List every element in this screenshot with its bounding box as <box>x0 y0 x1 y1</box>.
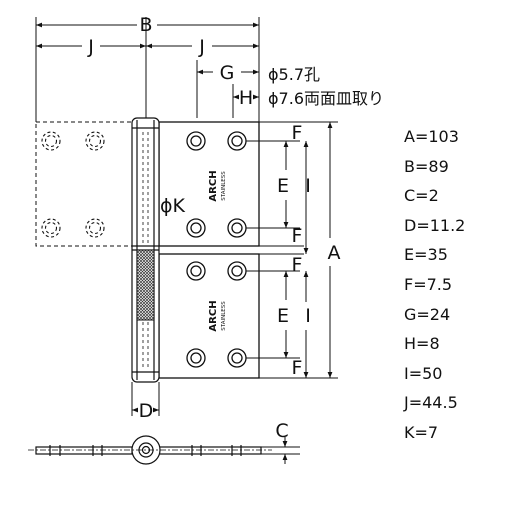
label-c: C <box>275 420 288 442</box>
barrel-dashes <box>142 132 149 370</box>
label-j-right: J <box>198 36 205 58</box>
label-g: G <box>220 62 235 84</box>
spec-a: A=103 <box>404 127 459 146</box>
dimension-h <box>232 84 259 118</box>
upper-leaf-holes <box>186 131 247 238</box>
dimension-c <box>261 437 300 464</box>
lower-leaf-holes <box>186 261 247 368</box>
svg-text:ARCH: ARCH <box>208 170 219 201</box>
label-f-2: F <box>292 225 303 247</box>
spec-e: E=35 <box>404 245 448 265</box>
label-f-3: F <box>292 254 303 276</box>
dimension-g <box>196 60 260 118</box>
label-i-2: I <box>305 305 311 327</box>
label-j-left: J <box>87 36 94 58</box>
dimension-d <box>131 382 160 416</box>
brand-mark-lower: ARCH STAINLESS <box>208 300 227 331</box>
svg-text:STAINLESS: STAINLESS <box>221 301 227 331</box>
dimension-j <box>36 17 259 122</box>
spec-h: H=8 <box>404 334 440 354</box>
svg-text:ARCH: ARCH <box>208 300 219 331</box>
spec-d: D=11.2 <box>404 215 466 235</box>
label-d: D <box>139 400 154 422</box>
label-i-1: I <box>305 175 311 197</box>
label-phi-k: ϕK <box>160 195 186 217</box>
right-dimension-lines <box>246 121 338 379</box>
spec-f: F=7.5 <box>404 274 453 294</box>
knurled-pin-section <box>136 249 155 321</box>
label-f-4: F <box>292 357 303 379</box>
label-h: H <box>239 87 253 109</box>
hole-note-line2: ϕ7.6両面皿取り <box>268 89 384 108</box>
spec-g: G=24 <box>404 304 451 324</box>
spec-k: K=7 <box>404 422 439 442</box>
label-e-1: E <box>277 175 289 197</box>
spec-i: I=50 <box>404 363 443 383</box>
spec-j: J=44.5 <box>404 393 458 413</box>
label-e-2: E <box>277 305 289 327</box>
brand-mark-upper: ARCH STAINLESS <box>208 170 227 201</box>
label-a: A <box>328 242 341 264</box>
left-leaf-holes <box>41 131 105 238</box>
spec-list: A=103 B=89 C=2 D=11.2 E=35 F=7.5 G=24 H=… <box>404 122 512 448</box>
svg-text:STAINLESS: STAINLESS <box>221 171 227 201</box>
label-f-1: F <box>292 122 303 144</box>
hole-note-line1: ϕ5.7孔 <box>268 65 320 84</box>
spec-b: B=89 <box>404 156 449 176</box>
spec-c: C=2 <box>404 186 439 206</box>
